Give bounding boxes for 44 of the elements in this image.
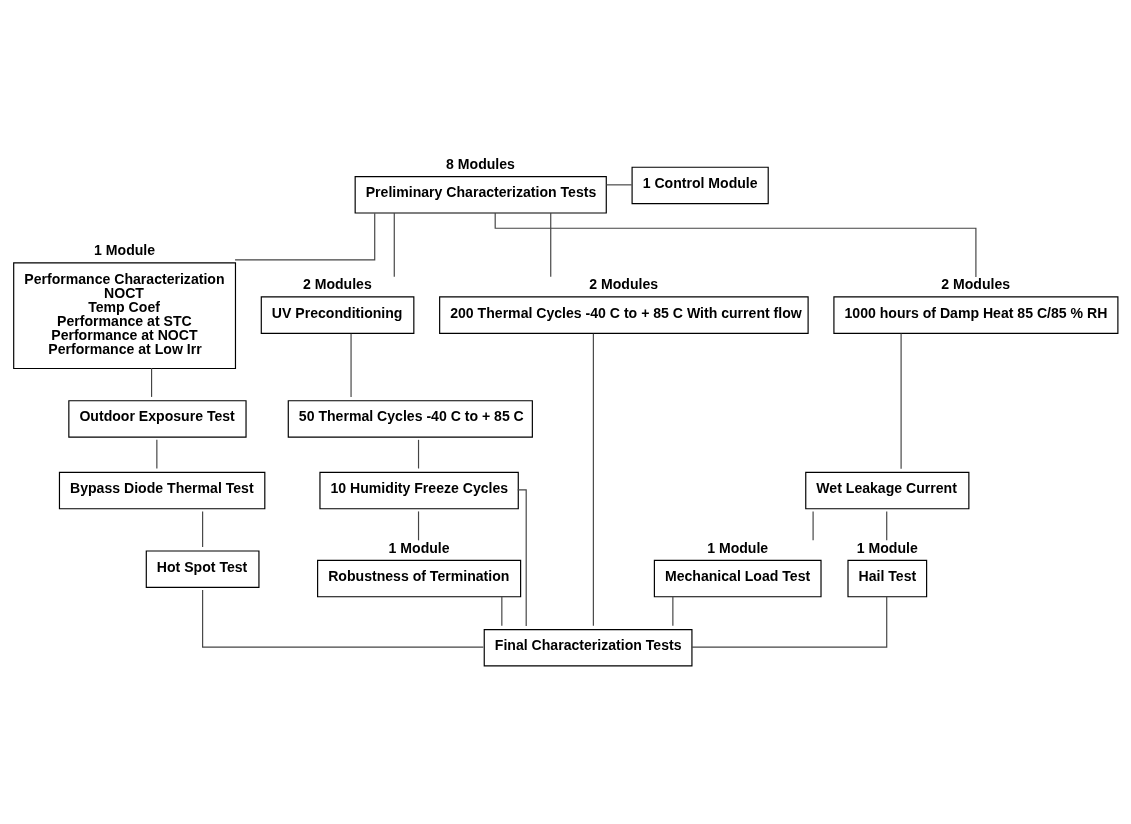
node-label: 1 Module bbox=[856, 539, 918, 556]
connector bbox=[886, 510, 888, 541]
connector bbox=[417, 510, 420, 541]
node-box: Hot Spot Test bbox=[145, 549, 260, 588]
node-box: 200 Thermal Cycles -40 C to + 85 C With current flow bbox=[439, 295, 809, 334]
connector bbox=[605, 183, 633, 185]
connector bbox=[393, 211, 395, 277]
node-label: 8 Modules bbox=[446, 155, 515, 172]
node-label: 2 Modules bbox=[589, 275, 659, 292]
connector bbox=[672, 595, 674, 626]
node-box: Wet Leakage Current bbox=[805, 471, 970, 509]
node-box: Performance Characterization NOCT Temp Coef Performance at STC Performance at NOCT Performance at Low Irr bbox=[13, 261, 237, 369]
node-box: Final Characterization Tests bbox=[483, 628, 693, 667]
connector bbox=[691, 595, 888, 648]
node-box: UV Preconditioning bbox=[260, 295, 415, 334]
connector bbox=[812, 510, 814, 541]
connector bbox=[156, 438, 158, 469]
node-box: Preliminary Characterization Tests bbox=[354, 175, 607, 214]
connector bbox=[592, 332, 594, 626]
node-box: Mechanical Load Test bbox=[653, 559, 822, 597]
node-box: 1 Control Module bbox=[631, 166, 769, 204]
node-box: Bypass Diode Thermal Test bbox=[58, 471, 266, 509]
connector bbox=[234, 212, 376, 261]
node-box: Robustness of Termination bbox=[317, 559, 522, 597]
connector bbox=[900, 332, 902, 469]
node-label: 1 Module bbox=[94, 241, 156, 258]
connector bbox=[202, 588, 484, 648]
connector bbox=[550, 211, 552, 277]
node-box: 50 Thermal Cycles -40 C to + 85 C bbox=[287, 399, 533, 438]
connector bbox=[151, 366, 153, 397]
node-label: 2 Modules bbox=[941, 275, 1011, 292]
connector bbox=[517, 488, 527, 627]
node-box: 1000 hours of Damp Heat 85 C/85 % RH bbox=[833, 295, 1119, 334]
node-label: 2 Modules bbox=[302, 275, 372, 292]
connector bbox=[202, 510, 204, 548]
connector bbox=[417, 438, 420, 469]
node-label: 1 Module bbox=[707, 539, 769, 556]
connector bbox=[501, 595, 503, 626]
node-box: Hail Test bbox=[847, 559, 928, 597]
connector bbox=[350, 332, 352, 398]
node-box: 10 Humidity Freeze Cycles bbox=[319, 471, 519, 509]
connector bbox=[494, 212, 977, 278]
node-box: Outdoor Exposure Test bbox=[68, 399, 247, 438]
node-label: 1 Module bbox=[388, 539, 450, 556]
